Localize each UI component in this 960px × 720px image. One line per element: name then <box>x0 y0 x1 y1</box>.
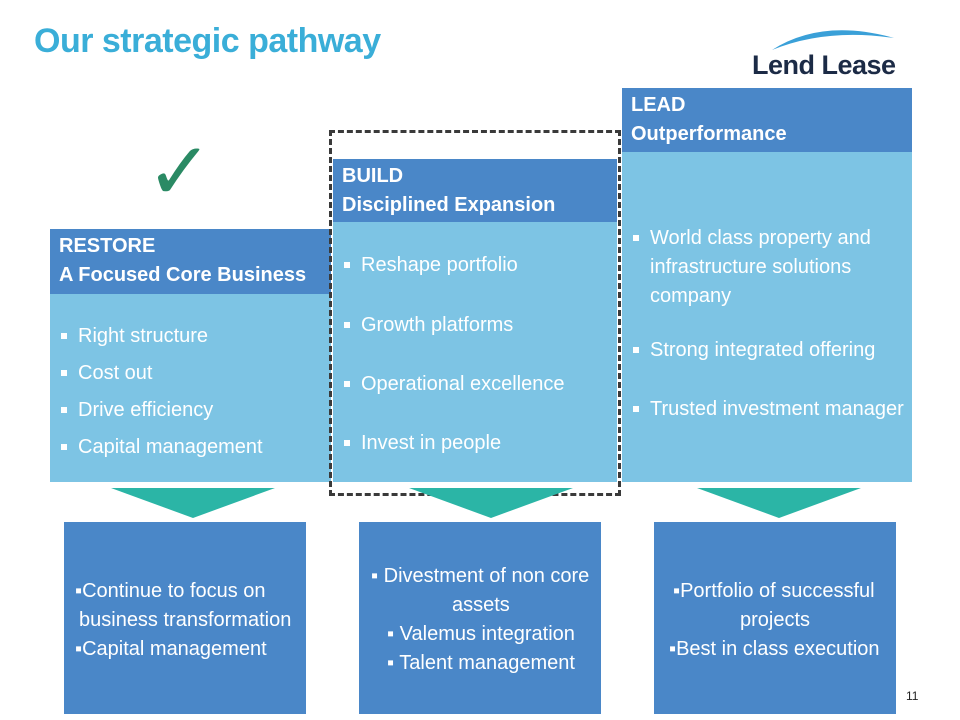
stage-lead-header: LEAD Outperformance <box>622 88 912 152</box>
stage-build-subtitle: Disciplined Expansion <box>342 194 556 216</box>
bullet-icon <box>61 407 67 413</box>
bullet-icon <box>633 347 639 353</box>
stage-restore-panel: RESTORE A Focused Core Business Right st… <box>50 229 331 482</box>
stage-restore-title: RESTORE <box>59 235 156 257</box>
list-item: Invest in people <box>333 429 617 458</box>
arrow-down-icon <box>111 488 275 518</box>
stage-restore-list: Right structure Cost out Drive efficienc… <box>50 322 331 462</box>
bullet-icon <box>344 262 350 268</box>
bullet-icon <box>61 333 67 339</box>
stage-restore-header: RESTORE A Focused Core Business <box>50 229 331 294</box>
stage-lead-panel: LEAD Outperformance World class property… <box>622 88 912 482</box>
lend-lease-logo: Lend Lease <box>752 24 908 82</box>
page-title: Our strategic pathway <box>34 22 381 60</box>
bullet-icon <box>633 406 639 412</box>
completed-check-icon: ✓ <box>146 125 214 218</box>
outcome-box-lead: ▪Portfolio of successful projects ▪Best … <box>654 522 896 714</box>
outcome-line: ▪Portfolio of successful <box>673 580 875 602</box>
page-number: 11 <box>906 689 919 703</box>
list-item: Reshape portfolio <box>333 251 617 280</box>
stage-lead-subtitle: Outperformance <box>631 123 787 145</box>
bullet-icon <box>61 444 67 450</box>
list-item: Cost out <box>50 359 331 388</box>
logo-swoosh-icon <box>772 30 894 50</box>
stage-build-list: Reshape portfolio Growth platforms Opera… <box>333 251 617 458</box>
logo-text: Lend Lease <box>752 50 896 80</box>
list-item: Growth platforms <box>333 311 617 340</box>
outcome-line: ▪Best in class execution <box>669 638 880 660</box>
stage-lead-title: LEAD <box>631 94 686 116</box>
bullet-icon <box>344 440 350 446</box>
stage-restore-subtitle: A Focused Core Business <box>59 264 307 286</box>
stage-lead-list: World class property and infrastructure … <box>622 224 912 424</box>
list-item: Strong integrated offering <box>622 336 912 365</box>
outcome-line: ▪Continue to focus on <box>75 580 266 602</box>
list-item: Right structure <box>50 322 331 351</box>
current-stage-highlight <box>329 130 621 496</box>
bullet-icon <box>61 370 67 376</box>
outcome-box-build: ▪ Divestment of non core assets ▪ Valemu… <box>359 522 601 714</box>
arrow-down-icon <box>409 488 573 518</box>
list-item: Drive efficiency <box>50 396 331 425</box>
list-item: World class property and infrastructure … <box>622 224 912 311</box>
outcome-line: business transformation <box>79 609 292 631</box>
outcome-line: ▪ Valemus integration <box>387 623 575 645</box>
outcome-line: assets <box>452 594 510 616</box>
bullet-icon <box>344 322 350 328</box>
stage-build-header: BUILD Disciplined Expansion <box>333 159 617 222</box>
outcome-line: projects <box>740 609 811 631</box>
bullet-icon <box>633 235 639 241</box>
list-item: Capital management <box>50 433 331 462</box>
outcome-line: ▪ Talent management <box>387 652 575 674</box>
outcome-line: ▪Capital management <box>75 638 267 660</box>
list-item: Trusted investment manager <box>622 395 912 424</box>
list-item: Operational excellence <box>333 370 617 399</box>
outcome-line: ▪ Divestment of non core <box>371 565 590 587</box>
arrow-down-icon <box>697 488 861 518</box>
outcome-box-restore: ▪Continue to focus on business transform… <box>64 522 306 714</box>
stage-build-panel: BUILD Disciplined Expansion Reshape port… <box>333 159 617 482</box>
stage-build-title: BUILD <box>342 165 404 187</box>
bullet-icon <box>344 381 350 387</box>
